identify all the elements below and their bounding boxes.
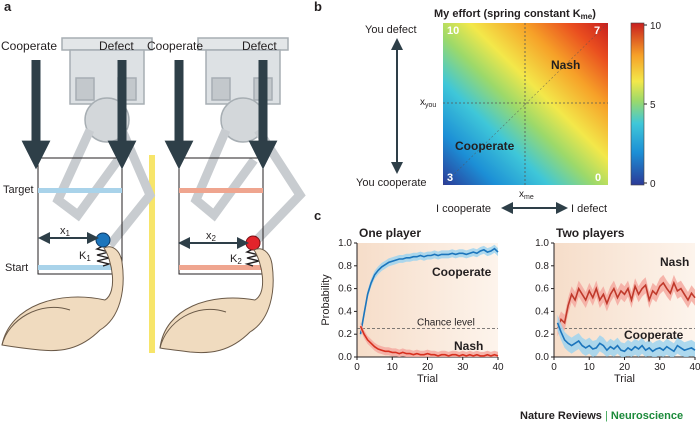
target-label: Target: [3, 184, 34, 196]
colorbar: [630, 22, 645, 186]
nash-region-label: Nash: [551, 58, 580, 72]
heatmap-diagonal: [442, 22, 609, 186]
robot-manipulandum-right: [190, 37, 306, 249]
x-tick-label: 0: [354, 362, 360, 373]
x-tick-label: 10: [387, 362, 399, 373]
defect-label-left: Defect: [99, 39, 134, 53]
series-line-cooperate: [359, 247, 499, 335]
plot-background: [357, 243, 498, 357]
workspace-box-right: [178, 157, 264, 275]
colorbar-label-10: 10: [650, 21, 662, 32]
nash-series-label-2: Nash: [660, 255, 689, 269]
x-tick-label: 20: [619, 362, 631, 373]
x-tick-label: 30: [654, 362, 666, 373]
k1-label: K1: [79, 250, 91, 263]
robot-manipulandum-left: [52, 37, 156, 248]
x-tick-label: 40: [689, 362, 700, 373]
y-tick-label: 0.8: [338, 261, 352, 272]
y-tick-label: 0.2: [338, 329, 352, 340]
cursor-ball-left: [95, 232, 111, 248]
left-apparatus: Target Start x1 K1 Cooperate Defect: [1, 37, 156, 352]
y-tick-label: 0.4: [535, 306, 549, 317]
corner-bottom-right: 0: [595, 172, 601, 184]
footer-journal: Nature Reviews | Neuroscience: [520, 410, 683, 422]
y-tick-label: 1.0: [535, 238, 549, 249]
start-line-left: [38, 265, 122, 270]
series-band-nash: [557, 274, 695, 337]
corner-top-left: 10: [447, 25, 459, 37]
cooperate-series-label: Cooperate: [432, 265, 492, 279]
series-line-nash: [556, 280, 696, 329]
panel-c-label: c: [314, 208, 321, 223]
x-tick-label: 20: [422, 362, 434, 373]
colorbar-label-0: 0: [650, 179, 656, 190]
chance-level-label: Chance level: [417, 318, 475, 329]
cooperate-region-label: Cooperate: [455, 139, 515, 153]
x-tick-label: 30: [457, 362, 469, 373]
cooperate-series-label-2: Cooperate: [624, 328, 684, 342]
panel-b-label: b: [314, 0, 322, 14]
x-tick-label: 40: [492, 362, 504, 373]
workspace-box-left: [37, 157, 123, 275]
arm-right: [159, 248, 274, 354]
x2-label: x2: [206, 230, 217, 243]
corner-top-right: 7: [594, 25, 600, 37]
x-me-label: xme: [519, 189, 534, 201]
colorbar-label-5: 5: [650, 100, 656, 111]
y-tick-label: 0.6: [338, 284, 352, 295]
you-defect-label: You defect: [365, 24, 417, 36]
y-tick-label: 0.8: [535, 261, 549, 272]
spring-right: [244, 248, 260, 267]
y-tick-label: 0.6: [535, 284, 549, 295]
heatmap-title: My effort (spring constant Kme): [434, 8, 596, 21]
target-line-left: [38, 188, 122, 193]
arm-left: [1, 246, 124, 352]
cooperate-label-right: Cooperate: [147, 39, 203, 53]
chart-title: Two players: [556, 226, 625, 240]
target-line-right: [179, 188, 263, 193]
chart-title: One player: [359, 226, 421, 240]
nash-series-label: Nash: [454, 339, 483, 353]
cooperate-label-left: Cooperate: [1, 39, 57, 53]
panel-a-label: a: [4, 0, 12, 14]
two-players-chart: Two players 0.0 0.2 0.4 0.6 0.8 1.0 0 10 20 30 40Tr…: [535, 226, 700, 385]
series-band-nash: [360, 322, 498, 357]
y-tick-label: 0.4: [338, 306, 352, 317]
series-line-nash: [359, 325, 499, 357]
series-band-cooperate: [557, 314, 695, 357]
panel-divider: [149, 155, 155, 353]
start-line-right: [179, 265, 263, 270]
y-tick-label: 0.0: [338, 352, 352, 363]
y-axis-label: Probability: [320, 274, 332, 326]
x1-label: x1: [60, 225, 71, 238]
right-apparatus: x2 K2 Cooperate Defect: [147, 37, 306, 354]
defect-label-right: Defect: [242, 39, 277, 53]
cursor-ball-right: [245, 235, 261, 251]
you-cooperate-label: You cooperate: [356, 177, 427, 189]
x-tick-label: 10: [584, 362, 596, 373]
y-tick-label: 0.0: [535, 352, 549, 363]
x-axis-label: Trial: [417, 373, 438, 385]
i-defect-label: I defect: [571, 203, 607, 215]
start-label: Start: [5, 262, 28, 274]
x-axis-label: Trial: [614, 373, 635, 385]
shoulder-right: [159, 308, 227, 349]
k2-label: K2: [230, 253, 242, 266]
y-tick-label: 1.0: [338, 238, 352, 249]
series-line-cooperate: [556, 322, 696, 353]
spring-left: [94, 245, 112, 267]
shoulder-left: [1, 306, 71, 346]
x-you-label: xyou: [420, 97, 436, 109]
one-player-chart: One player 0.0 0.2 0.4 0.6 0.8 1.0 0 10 20 30 40Tri…: [320, 226, 504, 385]
i-cooperate-label: I cooperate: [436, 203, 491, 215]
y-tick-label: 0.2: [535, 329, 549, 340]
corner-bottom-left: 3: [447, 172, 453, 184]
x-tick-label: 0: [551, 362, 557, 373]
